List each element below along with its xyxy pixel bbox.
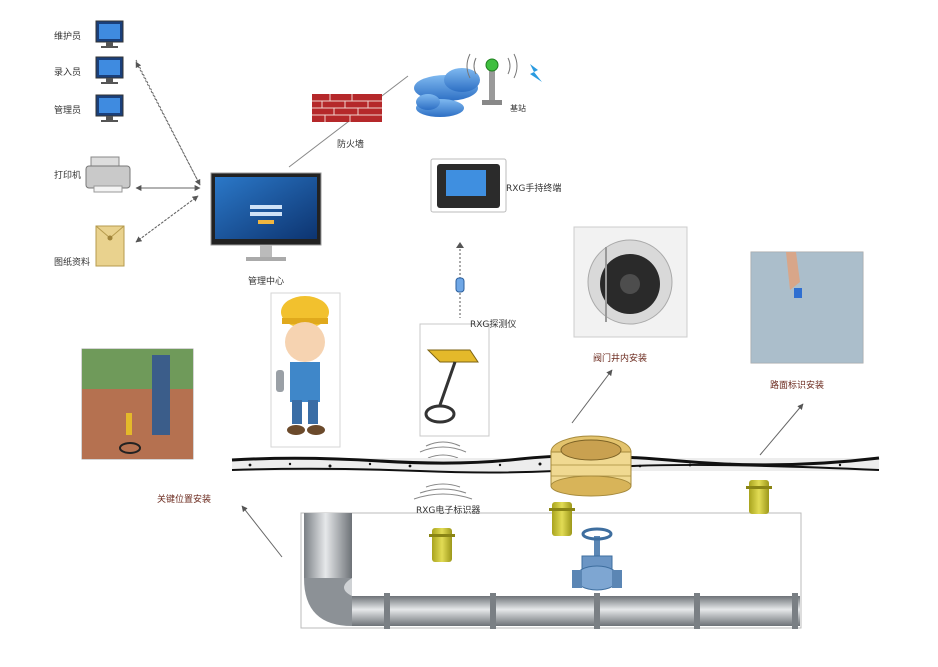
road-marker-arrow <box>759 403 804 456</box>
valve-well-label: 阀门井内安装 <box>593 354 648 364</box>
marker-icon <box>429 528 455 562</box>
data-entry-monitor-icon <box>95 56 124 84</box>
administrator-monitor-icon <box>95 94 124 122</box>
handheld-terminal-label: RXG手持终端 <box>506 184 562 194</box>
drawings-folder-icon <box>95 225 125 267</box>
road-marker-photo <box>750 251 864 364</box>
marker-label: RXG电子标识器 <box>416 506 481 516</box>
base-station-label: 基站 <box>510 104 526 113</box>
printer-icon <box>85 156 131 193</box>
underground-area <box>300 512 802 629</box>
firewall-icon <box>312 94 382 122</box>
role-connectors <box>135 59 201 243</box>
marker-icon <box>746 480 772 514</box>
valve-well-arrow <box>571 369 613 424</box>
drawings-label: 图纸资料 <box>54 258 91 268</box>
administrator-label: 管理员 <box>54 106 82 116</box>
firewall-label: 防火墙 <box>337 140 365 150</box>
marker-icon <box>549 502 575 536</box>
valve-well-photo <box>573 226 688 338</box>
key-position-arrow <box>241 505 283 558</box>
wireless-link <box>455 242 465 318</box>
signal-waves-icon <box>413 441 473 500</box>
handheld-terminal-icon <box>430 158 507 213</box>
cloud-icon <box>414 68 480 117</box>
base-station-icon <box>466 53 542 105</box>
pipeline-icon <box>304 513 800 629</box>
road-marker-label: 路面标识安装 <box>770 381 825 391</box>
detector-label: RXG探测仪 <box>470 320 517 330</box>
valve-icon <box>572 527 622 591</box>
detector-icon <box>419 323 490 437</box>
key-position-label: 关键位置安装 <box>157 495 212 505</box>
valve-well-icon <box>550 435 632 497</box>
data-entry-label: 录入员 <box>54 68 82 78</box>
printer-label: 打印机 <box>54 171 82 181</box>
key-position-photo <box>81 348 194 460</box>
maintainer-monitor-icon <box>95 20 124 48</box>
maintainer-label: 维护员 <box>54 32 82 42</box>
management-center-label: 管理中心 <box>248 277 285 287</box>
management-center-monitor-icon <box>210 172 322 261</box>
worker-cartoon-icon <box>270 292 341 448</box>
